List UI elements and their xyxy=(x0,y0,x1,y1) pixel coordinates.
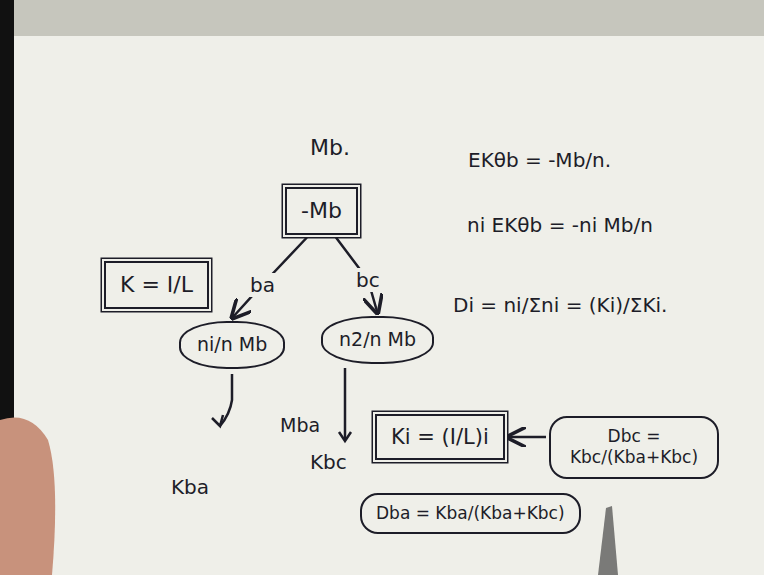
distribution-box: Dba = Kba/(Kba+Kbc) xyxy=(360,493,581,534)
node-text: -Mb xyxy=(301,197,342,225)
hand xyxy=(0,418,55,575)
node-text: ni/n Mb xyxy=(197,333,267,357)
stiffness-box: Ki = (I/L)i xyxy=(375,414,505,460)
moment-label: Mb. xyxy=(310,135,350,161)
arrow-connector xyxy=(232,238,307,319)
node-text: n2/n Mb xyxy=(339,328,416,352)
moment-share-oval: ni/n Mb xyxy=(179,321,285,369)
member-label: ba xyxy=(246,273,279,297)
member-stiffness: Kba xyxy=(171,475,209,499)
distribution-box: Dbc = Kbc/(Kba+Kbc) xyxy=(549,416,719,479)
top-band xyxy=(0,0,764,36)
moment-box: -Mb xyxy=(285,187,358,235)
down-arrow xyxy=(344,368,347,440)
node-text: Dba = Kba/(Kba+Kbc) xyxy=(376,503,565,524)
node-text: Dbc = Kbc/(Kba+Kbc) xyxy=(565,426,703,469)
equation: EKθb = -Mb/n. xyxy=(468,148,611,172)
moment-share-oval: n2/n Mb xyxy=(321,316,434,364)
equation: ni EKθb = -ni Mb/n xyxy=(467,213,653,237)
arrow-head xyxy=(212,415,223,426)
member-label: bc xyxy=(352,268,384,292)
node-text: Ki = (I/L)i xyxy=(391,424,489,450)
arrow-head xyxy=(339,432,351,441)
stiffness-box: K = I/L xyxy=(104,261,209,309)
arrow-connector xyxy=(508,436,546,439)
pen xyxy=(598,506,618,575)
node-text: K = I/L xyxy=(120,271,193,299)
member-stiffness: Kbc xyxy=(310,450,347,474)
equation: Di = ni/Σni = (Ki)/ΣKi. xyxy=(453,293,667,317)
member-moment: Mba xyxy=(280,414,320,437)
